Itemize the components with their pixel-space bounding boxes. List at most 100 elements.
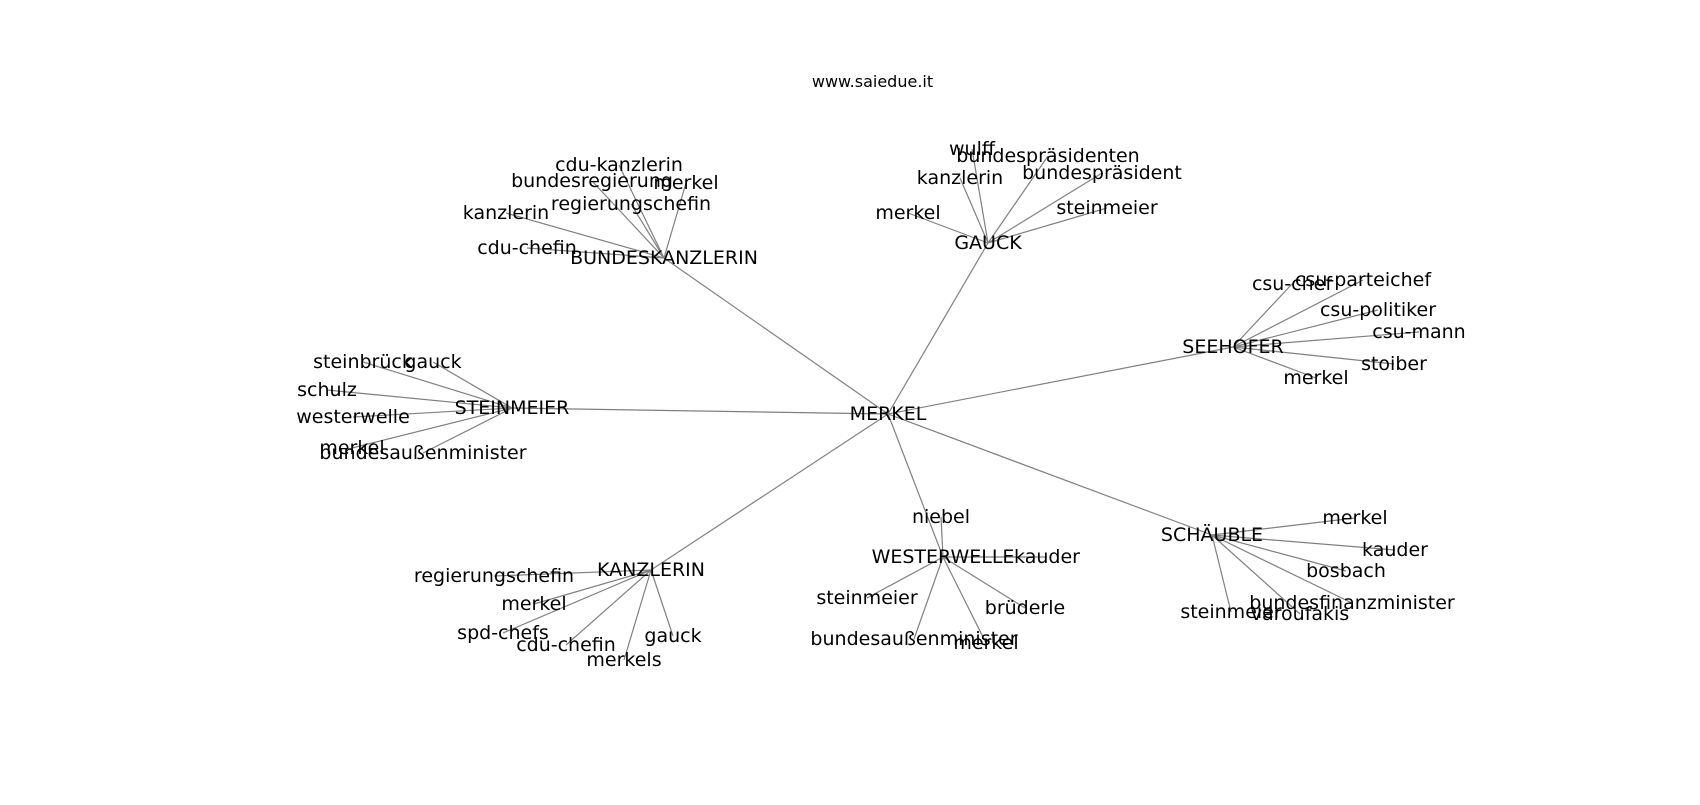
leaf-node-label: kanzlerin [917, 167, 1003, 189]
edge-westerwelle-leaf [942, 556, 1026, 609]
edge-steinmeier-leaf [351, 407, 513, 449]
edge-westerwelle-leaf [913, 556, 944, 640]
leaf-node-label: cdu-chefin [477, 237, 577, 259]
leaf-node-label: bundesaußenminister [319, 442, 526, 464]
edge-westerwelle-leaf [866, 556, 944, 599]
edge-schäuble-leaf [1211, 534, 1301, 615]
leaf-node-label: steinmeier [1180, 601, 1282, 623]
leaf-node-label: kanzlerin [463, 202, 549, 224]
edge-bundeskanzlerin-leaf [526, 247, 665, 259]
edge-root-to-schäuble [887, 413, 1213, 536]
edge-root-to-gauck [887, 242, 989, 415]
edge-kanzlerin-leaf [565, 569, 652, 646]
edge-seehofer-leaf [1232, 346, 1317, 379]
leaf-node-label: csu-chef [1252, 273, 1333, 295]
leaf-node-label: wulff [949, 138, 996, 160]
edge-gauck-leaf [987, 155, 1049, 244]
edge-steinmeier-leaf [362, 361, 513, 409]
edge-gauck-leaf [987, 172, 1103, 244]
hub-node-label: BUNDESKANZLERIN [570, 247, 758, 269]
leaf-node-label: merkel [501, 593, 566, 615]
leaf-node-label: csu-mann [1372, 321, 1465, 343]
edge-steinmeier-leaf [326, 389, 513, 409]
leaf-node-label: steinmeier [816, 587, 918, 609]
leaf-node-label: niebel [912, 506, 970, 528]
graph-edges [326, 148, 1420, 661]
edge-seehofer-leaf [1232, 331, 1420, 348]
edge-kanzlerin-leaf [502, 569, 652, 634]
edge-bundeskanzlerin-leaf [505, 212, 665, 259]
edge-bundeskanzlerin-leaf [591, 180, 665, 259]
edge-gauck-leaf [907, 212, 989, 244]
leaf-node-label: steinbrück [313, 351, 413, 373]
leaf-node-label: merkel [1322, 507, 1387, 529]
leaf-node-label: brüderle [985, 597, 1065, 619]
leaf-node-label: bundespräsident [1022, 162, 1182, 184]
edge-seehofer-leaf [1232, 346, 1395, 365]
edge-seehofer-leaf [1232, 309, 1379, 348]
edge-schäuble-leaf [1211, 534, 1353, 604]
leaf-node-label: gauck [644, 625, 701, 647]
site-watermark: www.saiedue.it [811, 72, 934, 91]
leaf-node-label: bundesregierung [511, 170, 673, 192]
leaf-node-label: varoufakis [1251, 603, 1349, 625]
leaf-node-label: bundespräsidenten [956, 145, 1139, 167]
leaf-node-label: merkel [875, 202, 940, 224]
leaf-node-label: kauder [1014, 546, 1080, 568]
leaf-node-label: kauder [1362, 539, 1428, 561]
edge-steinmeier-leaf [422, 407, 513, 454]
edge-schäuble-leaf [1211, 534, 1396, 551]
edge-kanzlerin-leaf [493, 569, 652, 577]
leaf-node-label: merkels [586, 649, 661, 671]
leaf-node-label: regierungschefin [551, 193, 711, 215]
edge-westerwelle-leaf [940, 516, 944, 558]
leaf-node-label: steinmeier [1056, 197, 1158, 219]
leaf-node-label: gauck [404, 351, 461, 373]
edge-westerwelle-leaf [942, 556, 987, 644]
edge-schäuble-leaf [1211, 534, 1232, 613]
leaf-node-label: cdu-kanzlerin [555, 154, 683, 176]
edge-gauck-leaf [959, 177, 989, 244]
hub-node-label: GAUCK [954, 232, 1022, 254]
edge-root-to-steinmeier [511, 407, 889, 415]
hub-node-label: KANZLERIN [597, 559, 705, 581]
edge-bundeskanzlerin-leaf [663, 182, 687, 259]
leaf-node-label: merkel [1283, 367, 1348, 389]
hub-node-label: SEEHOFER [1182, 336, 1283, 358]
edge-gauck-leaf [987, 207, 1108, 244]
edge-steinmeier-leaf [352, 407, 513, 418]
edge-gauck-leaf [971, 148, 989, 244]
leaf-node-label: bosbach [1306, 560, 1386, 582]
edge-root-to-seehofer [887, 346, 1234, 415]
leaf-node-label: schulz [297, 379, 357, 401]
edge-kanzlerin-leaf [650, 569, 674, 637]
edge-root-to-bundeskanzlerin [663, 257, 889, 415]
edge-seehofer-leaf [1232, 279, 1364, 348]
edge-bundeskanzlerin-leaf [630, 203, 665, 259]
edge-schäuble-leaf [1211, 534, 1347, 572]
leaf-node-label: csu-politiker [1320, 299, 1436, 321]
leaf-node-label: bundesaußenminister [810, 628, 1017, 650]
leaf-node-label: csu-parteichef [1295, 269, 1432, 291]
leaf-node-label: cdu-chefin [516, 634, 616, 656]
leaf-node-label: merkel [653, 172, 718, 194]
leaf-node-label: regierungschefin [414, 565, 574, 587]
graph-labels: MERKELBUNDESKANZLERINcdu-kanzlerinbundes… [296, 138, 1466, 671]
leaf-node-label: westerwelle [296, 406, 410, 428]
leaf-node-label: merkel [319, 437, 384, 459]
hub-node-label: STEINMEIER [455, 397, 570, 419]
edge-kanzlerin-leaf [623, 569, 652, 661]
edge-kanzlerin-leaf [533, 569, 652, 605]
edge-schäuble-leaf [1211, 517, 1356, 536]
edge-bundeskanzlerin-leaf [618, 164, 665, 259]
leaf-node-label: stoiber [1361, 353, 1427, 375]
leaf-node-label: spd-chefs [457, 622, 549, 644]
edge-seehofer-leaf [1232, 283, 1293, 348]
edge-root-to-westerwelle [887, 413, 944, 558]
hub-node-label: WESTERWELLE [872, 546, 1015, 568]
hub-node-label: SCHÄUBLE [1161, 523, 1263, 546]
root-node-label: MERKEL [850, 403, 927, 425]
leaf-node-label: bundesfinanzminister [1249, 592, 1455, 614]
edge-root-to-kanzlerin [650, 413, 889, 571]
